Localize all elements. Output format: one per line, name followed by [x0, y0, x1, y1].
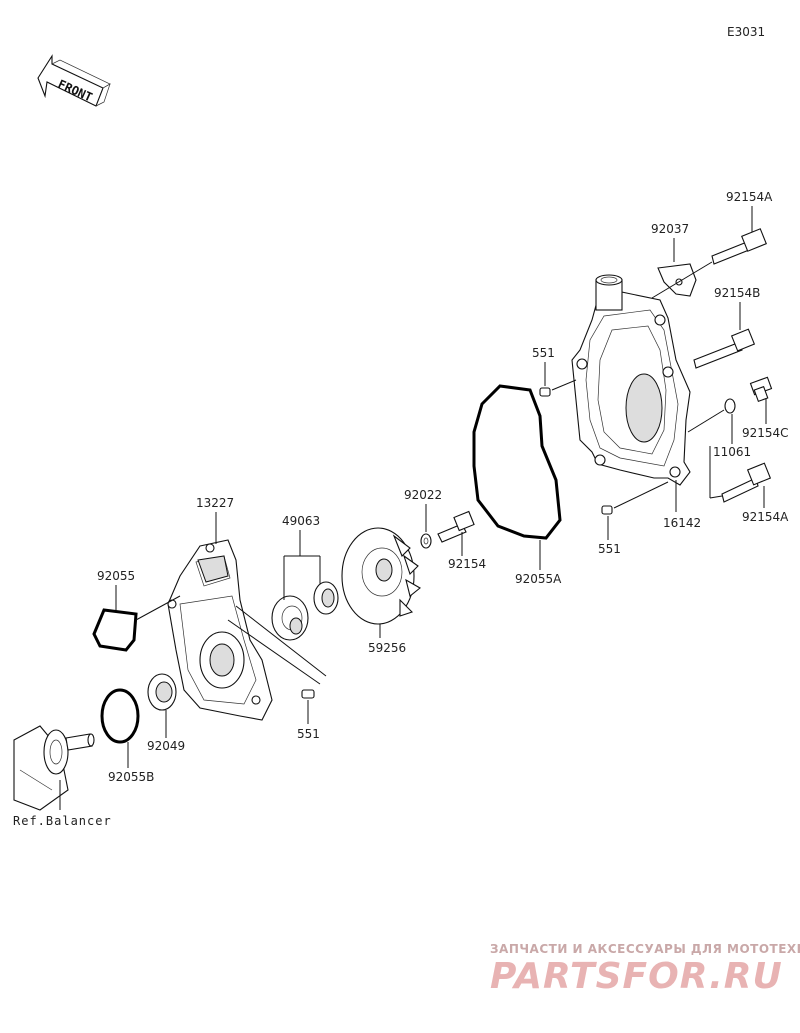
label-92049: 92049 — [147, 739, 185, 753]
washer-11061 — [724, 398, 736, 414]
label-92154A-top: 92154A — [726, 190, 773, 204]
label-551-right: 551 — [598, 542, 621, 556]
label-92154A-bottom: 92154A — [742, 510, 789, 524]
label-13227: 13227 — [196, 496, 234, 510]
label-92154C: 92154C — [742, 426, 789, 440]
dowel-551-bottom — [301, 689, 315, 699]
bolt-92154A-bottom — [721, 462, 772, 503]
dowel-551-top — [539, 387, 551, 397]
bolt-92154A-top — [711, 228, 767, 265]
diagram-code: E3031 — [727, 25, 765, 39]
watermark-brand: PARTSFOR.RU — [490, 956, 783, 997]
oil-seal-92049 — [147, 673, 177, 711]
label-92055: 92055 — [97, 569, 135, 583]
bolt-92154B — [693, 328, 756, 369]
watermark-tagline: ЗАПЧАСТИ И АКСЕССУАРЫ ДЛЯ МОТОТЕХНИКИ — [490, 942, 800, 956]
o-ring-92055B — [100, 688, 140, 744]
label-92037: 92037 — [651, 222, 689, 236]
balancer-shaft — [13, 725, 95, 811]
label-16142: 16142 — [663, 516, 701, 530]
label-92022: 92022 — [404, 488, 442, 502]
label-59256: 59256 — [368, 641, 406, 655]
label-92154B: 92154B — [714, 286, 760, 300]
label-92154: 92154 — [448, 557, 486, 571]
bolt-92154 — [437, 510, 475, 543]
front-arrow-icon: FRONT — [37, 54, 111, 107]
o-ring-92055A — [472, 384, 562, 540]
label-92055A: 92055A — [515, 572, 562, 586]
label-551-bottom: 551 — [297, 727, 320, 741]
label-11061: 11061 — [713, 445, 751, 459]
plate-13227 — [167, 539, 273, 721]
bolt-92154C — [749, 376, 773, 403]
label-49063: 49063 — [282, 514, 320, 528]
label-551-top: 551 — [532, 346, 555, 360]
label-92055B: 92055B — [108, 770, 154, 784]
dowel-551-right — [601, 505, 613, 515]
impeller-59256 — [341, 527, 421, 625]
water-pump-cover — [571, 274, 691, 486]
o-ring-92055 — [92, 608, 138, 652]
seal-49063 — [271, 581, 339, 641]
ref-balancer-label: Ref.Balancer — [13, 814, 112, 828]
washer-92022 — [420, 533, 432, 549]
